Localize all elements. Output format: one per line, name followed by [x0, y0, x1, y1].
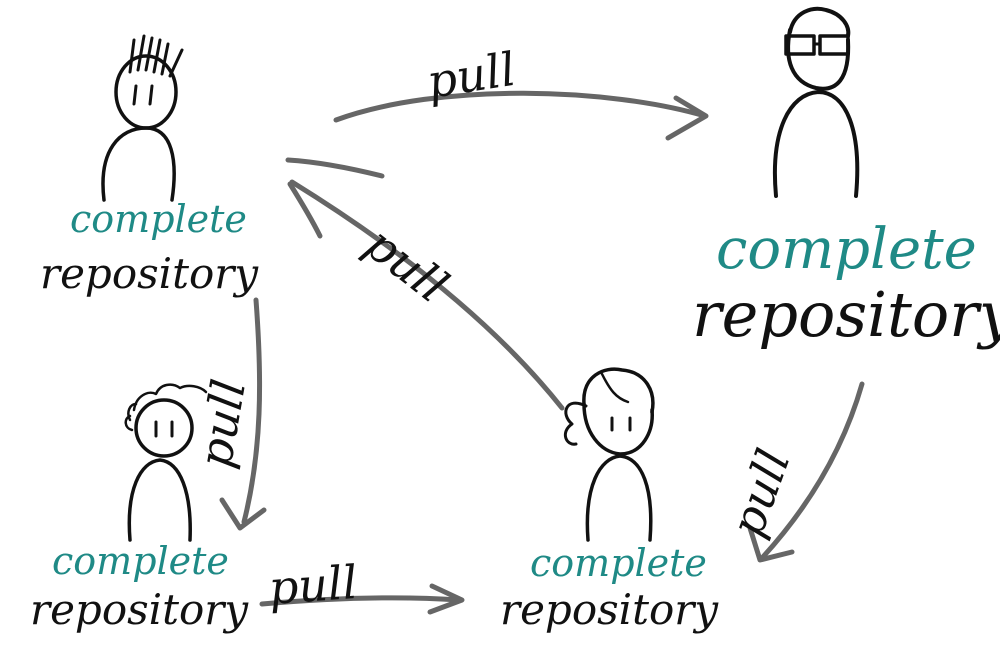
node-label-line1: complete — [70, 197, 247, 241]
arrow-bottom-right-to-top-left: pull — [285, 157, 565, 411]
body-icon — [773, 90, 860, 198]
node-label-line1: complete — [530, 541, 707, 585]
head-icon — [134, 398, 194, 458]
eyes-icon — [154, 420, 174, 438]
head-icon — [582, 402, 654, 456]
arrow-top-left-to-bottom-left: pull — [188, 297, 267, 531]
body-icon — [127, 458, 192, 542]
body-icon — [101, 126, 176, 202]
node-label-line2: repository — [40, 249, 259, 298]
edge-label-pull: pull — [355, 216, 458, 313]
developer-top-right: complete repository — [692, 6, 1000, 351]
wavy-hair-icon — [124, 383, 208, 432]
eyes-icon — [610, 416, 632, 432]
arrow-top-right-to-bottom-right: pull — [720, 381, 865, 563]
spiky-hair-icon — [128, 34, 184, 78]
hair-icon — [788, 6, 851, 38]
body-icon — [585, 454, 653, 542]
developer-top-left: complete repository — [40, 34, 259, 298]
edge-label-pull: pull — [188, 375, 257, 472]
node-label-line2: repository — [500, 585, 719, 634]
developer-bottom-right: complete repository — [500, 367, 719, 634]
node-label-line1: complete — [52, 539, 229, 583]
arrow-bottom-left-to-bottom-right: pull — [259, 555, 465, 615]
edge-label-pull: pull — [267, 555, 359, 615]
node-label-line2: repository — [30, 585, 249, 634]
node-label-line2: repository — [692, 278, 1000, 351]
glasses-icon — [784, 34, 850, 56]
node-label-line1: complete — [716, 217, 977, 282]
edge-label-pull: pull — [423, 42, 519, 109]
ponytail-hair-icon — [563, 367, 655, 446]
arrow-top-left-to-top-right: pull — [333, 42, 709, 141]
developer-bottom-left: complete repository — [30, 383, 249, 634]
head-icon — [786, 28, 851, 91]
eyes-icon — [132, 84, 154, 106]
